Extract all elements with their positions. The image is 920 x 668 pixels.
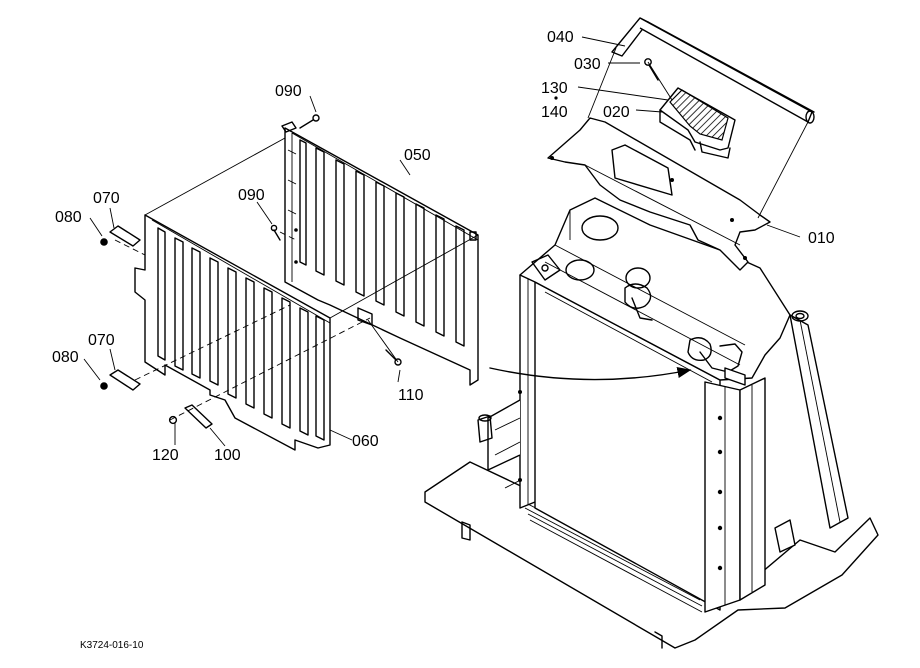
nut-080-lower [100,382,108,390]
bracket-070-lower [109,369,141,391]
side-panel-050 [281,121,479,386]
assembly-arrow [489,366,692,381]
callout-010: 010 [808,230,835,247]
callout-140: 140 [541,104,568,121]
panel-060-slots [157,227,325,441]
callout-080-upper: 080 [55,209,82,226]
callout-030: 030 [574,56,601,73]
bracket-070-upper [109,225,141,247]
panel-050-slots [299,139,465,347]
callout-090-upper: 090 [275,83,302,100]
callout-090-lower: 090 [238,187,265,204]
leader-lines [83,36,801,447]
callout-060: 060 [352,433,379,450]
callout-040: 040 [547,29,574,46]
top-cover-010 [547,117,771,271]
assembly-lines [114,47,809,421]
callout-110: 110 [398,387,424,404]
callout-070-upper: 070 [93,190,120,207]
callout-130-140-dot [554,96,558,100]
radiator-frame-assembly [424,197,879,649]
nut-080-upper [100,238,108,246]
strip-100 [184,404,213,429]
rod-040 [611,17,815,124]
callout-080-lower: 080 [52,349,79,366]
callout-120: 120 [152,447,179,464]
bolt-090-lower [270,224,281,241]
drawing-code: K3724-016-10 [80,640,144,651]
callout-020: 020 [603,104,630,121]
screw-030 [644,58,659,81]
side-panel-060 [134,214,373,451]
holder-020 [659,87,736,159]
callout-100: 100 [214,447,241,464]
bolt-110 [385,349,402,366]
nut-120 [168,415,178,425]
callout-050: 050 [404,147,431,164]
callout-130: 130 [541,80,568,97]
callout-070-lower: 070 [88,332,115,349]
bolt-090-upper [299,114,320,129]
